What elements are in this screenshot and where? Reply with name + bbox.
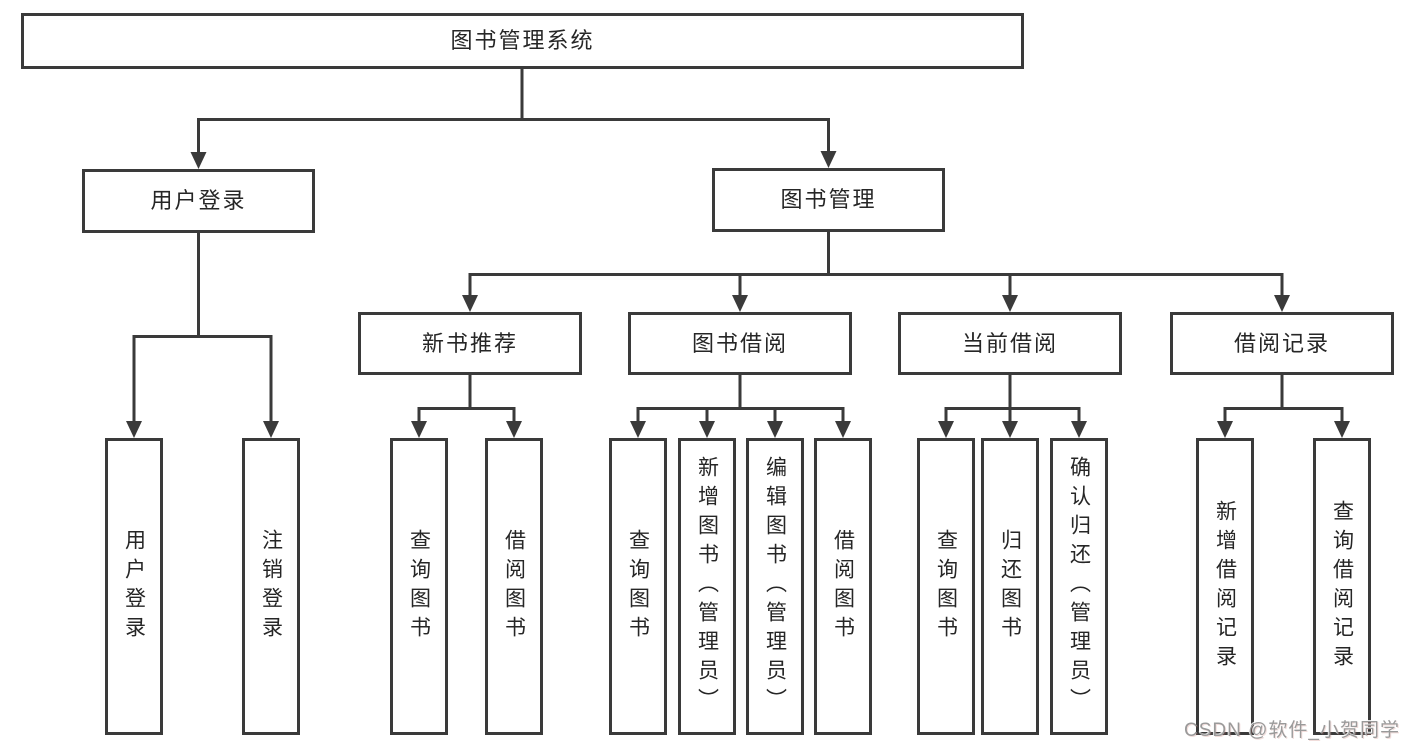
- connector-newbook-split: [417, 407, 516, 422]
- node-current-borrow-label: 当前借阅: [961, 330, 1058, 356]
- node-leaf-confirm-return-admin-label: 确认归还（管理员）: [1067, 456, 1091, 717]
- node-leaf-query-books-1-label: 查询图书: [407, 528, 431, 645]
- arrowhead-add-book-admin: [699, 421, 715, 438]
- node-leaf-borrow-book-2: 借阅图书: [814, 438, 872, 735]
- node-current-borrow: 当前借阅: [898, 312, 1122, 375]
- node-user-login-label: 用户登录: [150, 188, 247, 213]
- node-leaf-user-login: 用户登录: [105, 438, 163, 735]
- arrowhead-query-books-3: [938, 421, 954, 438]
- node-leaf-edit-book-admin-label: 编辑图书（管理员）: [763, 456, 787, 717]
- arrowhead-current-borrow: [1002, 295, 1018, 312]
- node-leaf-user-login-label: 用户登录: [122, 528, 146, 645]
- arrowhead-borrow-records: [1274, 295, 1290, 312]
- node-leaf-add-borrow-record-label: 新增借阅记录: [1213, 499, 1237, 674]
- arrowhead-query-books-2: [630, 421, 646, 438]
- connector-root-split: [197, 118, 830, 152]
- node-user-login: 用户登录: [82, 169, 315, 233]
- node-borrow-records: 借阅记录: [1170, 312, 1394, 375]
- connector-bookmgmt-split: [468, 273, 1284, 296]
- arrowhead-logout-leaf: [263, 421, 279, 438]
- csdn-watermark: CSDN @软件_小贺同学: [1184, 720, 1400, 741]
- arrowhead-add-borrow-record: [1217, 421, 1233, 438]
- node-leaf-add-book-admin-label: 新增图书（管理员）: [695, 456, 719, 717]
- node-leaf-logout: 注销登录: [242, 438, 300, 735]
- node-new-book-recommend: 新书推荐: [358, 312, 582, 375]
- arrowhead-user-login-leaf: [126, 421, 142, 438]
- node-book-borrow: 图书借阅: [628, 312, 852, 375]
- node-root-system-label: 图书管理系统: [450, 28, 595, 53]
- arrowhead-query-borrow-record: [1334, 421, 1350, 438]
- arrowhead-query-books-1: [411, 421, 427, 438]
- arrowhead-return-book: [1002, 421, 1018, 438]
- connector-current-split: [944, 407, 1081, 422]
- arrowhead-book-management: [820, 151, 837, 168]
- node-leaf-query-books-1: 查询图书: [390, 438, 448, 735]
- node-leaf-return-book: 归还图书: [981, 438, 1039, 735]
- node-leaf-borrow-book-1-label: 借阅图书: [502, 528, 526, 645]
- arrowhead-confirm-return-admin: [1071, 421, 1087, 438]
- node-leaf-query-borrow-record: 查询借阅记录: [1313, 438, 1371, 735]
- arrowhead-user-login: [190, 152, 207, 169]
- node-leaf-query-books-3-label: 查询图书: [934, 528, 958, 645]
- node-book-management-label: 图书管理: [780, 187, 877, 212]
- node-leaf-add-book-admin: 新增图书（管理员）: [678, 438, 736, 735]
- node-root-system: 图书管理系统: [21, 13, 1024, 69]
- node-leaf-edit-book-admin: 编辑图书（管理员）: [746, 438, 804, 735]
- node-leaf-confirm-return-admin: 确认归还（管理员）: [1050, 438, 1108, 735]
- node-leaf-borrow-book-2-label: 借阅图书: [831, 528, 855, 645]
- arrowhead-edit-book-admin: [767, 421, 783, 438]
- arrowhead-borrow-book-2: [835, 421, 851, 438]
- node-leaf-query-books-3: 查询图书: [917, 438, 975, 735]
- connector-records-split: [1223, 407, 1344, 422]
- connector-userlogin-split: [132, 335, 273, 422]
- node-leaf-borrow-book-1: 借阅图书: [485, 438, 543, 735]
- node-borrow-records-label: 借阅记录: [1233, 330, 1330, 356]
- node-book-borrow-label: 图书借阅: [691, 330, 788, 356]
- connector-borrowsec-split: [636, 407, 845, 422]
- node-leaf-add-borrow-record: 新增借阅记录: [1196, 438, 1254, 735]
- node-leaf-query-books-2-label: 查询图书: [626, 528, 650, 645]
- node-leaf-query-books-2: 查询图书: [609, 438, 667, 735]
- node-book-management: 图书管理: [712, 168, 945, 232]
- arrowhead-new-book-recommend: [462, 295, 478, 312]
- node-new-book-recommend-label: 新书推荐: [421, 330, 518, 356]
- arrowhead-borrow-book-1: [506, 421, 522, 438]
- node-leaf-return-book-label: 归还图书: [998, 528, 1022, 645]
- node-leaf-logout-label: 注销登录: [259, 528, 283, 645]
- arrowhead-book-borrow: [732, 295, 748, 312]
- node-leaf-query-borrow-record-label: 查询借阅记录: [1330, 499, 1354, 674]
